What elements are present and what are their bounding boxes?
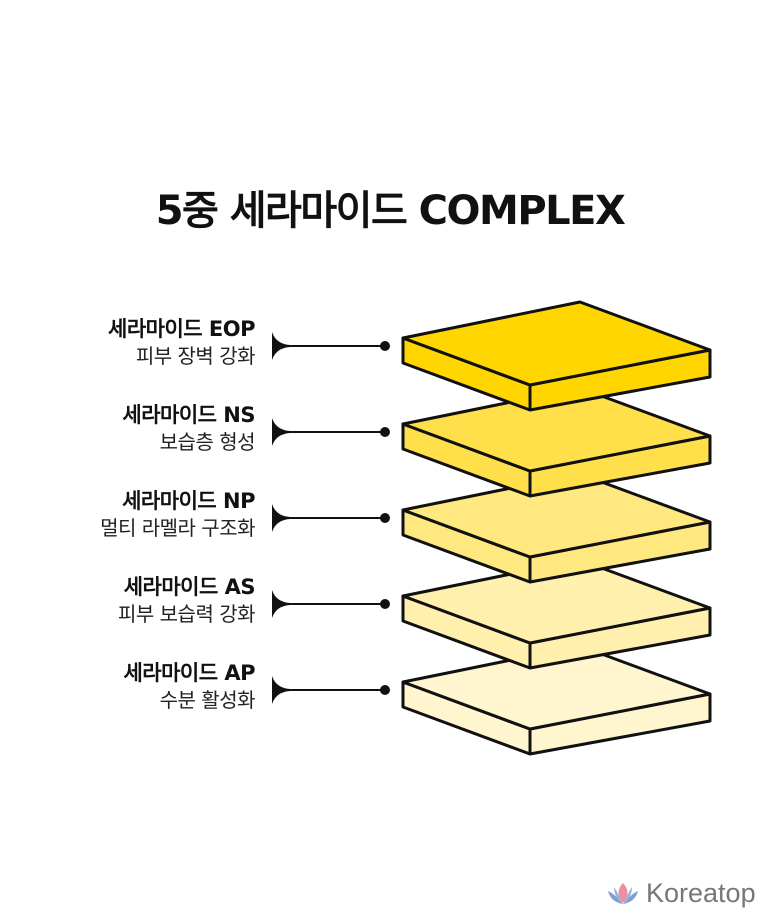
layer-label: 세라마이드 AS 피부 보습력 강화 [5, 574, 256, 628]
layer-name: 세라마이드 NS [122, 403, 255, 427]
layer-description: 보습층 형성 [159, 430, 256, 454]
layer-description: 피부 보습력 강화 [117, 602, 256, 626]
layer-name: 세라마이드 NP [122, 489, 255, 513]
connector-line [272, 332, 390, 360]
layer-description: 멀티 라멜라 구조화 [100, 516, 255, 540]
layer-description: 피부 장벽 강화 [135, 344, 256, 368]
page-title: 5중 세라마이드 COMPLEX [155, 188, 626, 234]
layer-label: 세라마이드 EOP 피부 장벽 강화 [5, 316, 256, 370]
layer-name: 세라마이드 AP [123, 661, 255, 685]
slab-top-face [401, 300, 712, 387]
brand-name: Koreatop [646, 878, 756, 908]
connector-line [272, 504, 390, 532]
layer-description: 수분 활성화 [159, 688, 256, 712]
connector-line [272, 676, 390, 704]
layer-slab [401, 558, 712, 670]
connector-line [272, 590, 390, 618]
layer-label: 세라마이드 AP 수분 활성화 [5, 660, 255, 714]
connector-line [272, 418, 390, 446]
layer-label: 세라마이드 NS 보습층 형성 [5, 402, 255, 456]
layer-slab [401, 644, 712, 756]
layer-name: 세라마이드 AS [123, 575, 256, 599]
lotus-icon [608, 882, 638, 904]
layer-slab [401, 472, 712, 584]
layer-slab [401, 300, 712, 412]
brand-logo: Koreatop [606, 878, 756, 909]
layer-slab [401, 386, 712, 498]
layer-label: 세라마이드 NP 멀티 라멜라 구조화 [5, 488, 255, 542]
layer-name: 세라마이드 EOP [108, 317, 256, 341]
